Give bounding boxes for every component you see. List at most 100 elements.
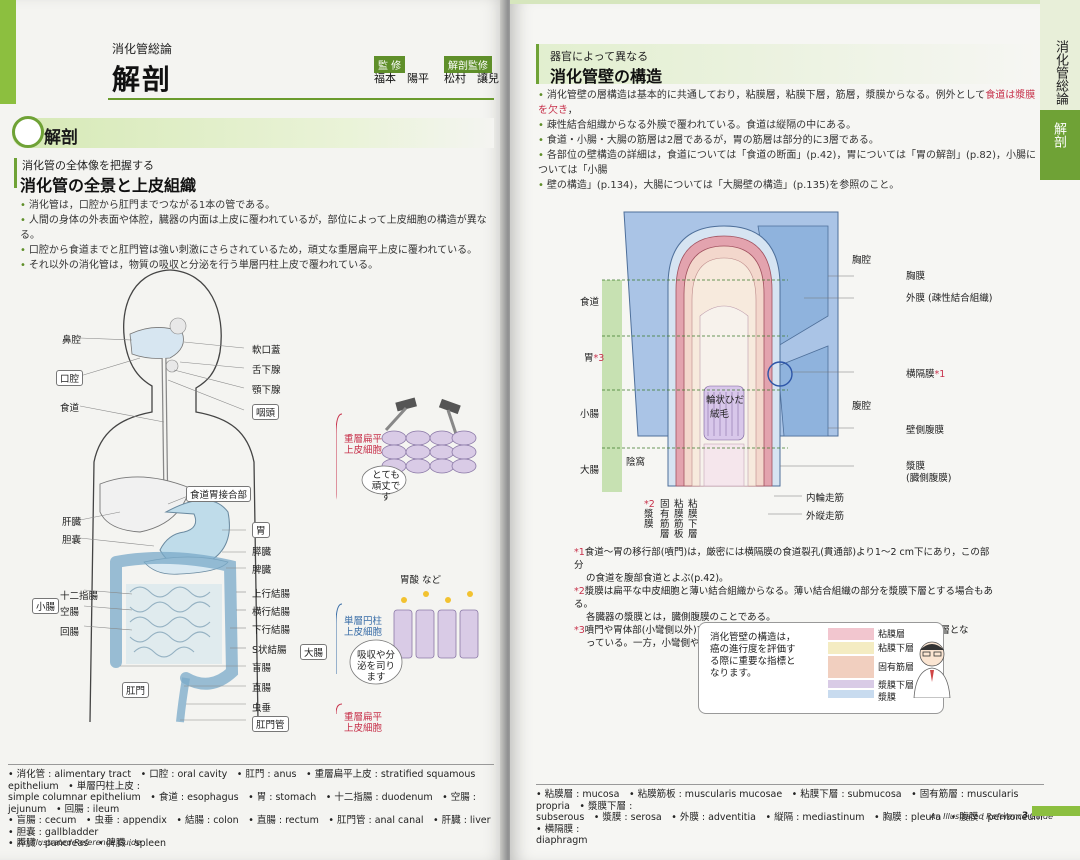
label-muscularis-mucosae: 粘膜筋板 (674, 499, 684, 540)
layer-swatch-muscularis (828, 656, 874, 678)
label-gej: 食道胃接合部 (186, 486, 252, 502)
label-duodenum: 十二指腸 (60, 591, 99, 602)
label-anus: 肛門 (122, 682, 150, 698)
page-title: 解剖 (112, 63, 173, 96)
label-transverse-colon: 横行結腸 (252, 607, 291, 618)
hammer-icon (384, 397, 461, 435)
label-stomach: 胃 (252, 522, 270, 538)
label-region-large-intestine: 大腸 (580, 465, 600, 476)
label-columnar: 単層円柱上皮細胞 (344, 616, 383, 638)
subsection-box (536, 44, 1037, 84)
label-crypt: 陰窩 (626, 457, 646, 468)
doctor-icon (913, 641, 951, 698)
label-spleen: 脾臓 (252, 565, 272, 576)
label-submandibular: 顎下腺 (252, 385, 281, 396)
layer-swatch-subserosa (828, 680, 874, 688)
subsection-label: 器官によって異なる (550, 50, 649, 63)
chapter-tab-sublabel: 解剖 (1051, 122, 1066, 148)
label-visceral-peritoneum: (臓側腹膜) (906, 473, 952, 484)
right-footer: An Illustrated Reference Guide (930, 812, 1053, 821)
right-page: 消化管総論 解剖 器官によって異なる 消化管壁の構造 消化管壁の層構造は基本的に… (510, 0, 1080, 860)
layer-swatch-serosa (828, 690, 874, 698)
label-nasal-cavity: 鼻腔 (62, 335, 82, 346)
glossary-line: • 盲腸 : cecum • 虫垂 : appendix • 結腸 : colo… (8, 815, 501, 838)
label-squamous-2: 重層扁平上皮細胞 (344, 712, 383, 734)
list-item: 人間の身体の外表面や体腔，臓器の内面は上皮に覆われているが，部位によって上皮細胞… (20, 213, 490, 243)
supervisor-role: 監 修 (374, 56, 406, 73)
callout-box (698, 622, 944, 714)
label-submucosa: 粘膜下層 (688, 499, 698, 540)
section-bullet-icon (12, 116, 44, 148)
subsection-accent (14, 158, 17, 188)
gi-wall-diagram (602, 211, 854, 515)
layer-swatch-mucosa (828, 628, 874, 640)
supervisor-name: 福本 陽平 (374, 72, 429, 85)
label-region-esophagus: 食道 (580, 297, 600, 308)
digestive-tract-illustration (79, 269, 259, 723)
label-soft-palate: 軟口蓋 (252, 345, 281, 356)
reviewer-name: 松村 讓兒 (444, 72, 499, 85)
subsection-title: 消化管の全景と上皮組織 (20, 176, 197, 195)
footnote-line: 各臓器の漿膜とは，臓側腹膜のことである。 (586, 612, 776, 623)
list-item: 食道・小腸・大腸の筋層は2層であるが，胃の筋層は部分的に3層である。 (538, 133, 1038, 148)
label-strong: とても頑丈です (371, 470, 401, 503)
label-squamous-1: 重層扁平上皮細胞 (344, 434, 383, 456)
label-small-intestine: 小腸 (32, 598, 60, 614)
left-glossary: • 消化管 : alimentary tract • 口腔 : oral cav… (8, 764, 501, 850)
list-item: 口腔から食道までと肛門管は強い刺激にさらされているため，頑丈な重層扁平上皮に覆わ… (20, 243, 490, 258)
label-serosa-bottom: *2漿膜 (644, 499, 655, 530)
footnote-line: *1食道～胃の移行部(噴門)は，厳密には横隔膜の食道裂孔(貫通部)より1～2 c… (574, 547, 990, 571)
label-pleura: 胸膜 (906, 271, 926, 282)
label-rectum: 直腸 (252, 683, 272, 694)
list-item: 壁の構造」(p.134)，大腸については「大腸壁の構造」(p.135)を参照のこ… (538, 178, 1038, 193)
label-parietal-peritoneum: 壁側腹膜 (906, 425, 945, 436)
list-item: 各部位の壁構造の詳細は，食道については「食道の断面」(p.42)，胃については「… (538, 148, 1038, 178)
layer-label: 粘膜層 (878, 630, 906, 640)
glossary-line: • 膵臓 : pancreas • 脾臓 : spleen (8, 838, 166, 849)
label-serosa-right: 漿膜 (906, 461, 926, 472)
label-region-small-intestine: 小腸 (580, 409, 600, 420)
label-cecum: 盲腸 (252, 663, 272, 674)
footnote-line: の食道を腹部食道とよぶ(p.42)。 (586, 573, 729, 584)
glossary-line: diaphragm (536, 835, 588, 846)
label-chest-cavity: 胸腔 (852, 255, 872, 266)
label-large-intestine: 大腸 (300, 644, 328, 660)
label-anal-canal: 肛門管 (252, 716, 289, 732)
reviewer-role: 解剖監修 (444, 56, 492, 73)
subsection-title: 消化管壁の構造 (550, 67, 663, 86)
page-number: 3 (1022, 811, 1029, 821)
title-divider (108, 98, 494, 100)
list-item: 消化管壁の層構造は基本的に共通しており，粘膜層，粘膜下層，筋層，漿膜からなる。例… (538, 88, 1038, 118)
label-descending-colon: 下行結腸 (252, 625, 291, 636)
section-label: 消化管総論 (112, 42, 173, 56)
chapter-tab-label: 消化管総論 (1053, 40, 1068, 105)
layer-label: 粘膜下層 (878, 644, 915, 654)
layer-label: 漿膜 (878, 693, 897, 703)
chapter-color-bar (0, 0, 16, 104)
epithelium-illustration (336, 397, 479, 714)
footnote-line: *2漿膜は扁平な中皮細胞と薄い結合組織からなる。薄い結合組織の部分を漿膜下層とす… (574, 586, 994, 610)
label-villi: 絨毛 (710, 409, 730, 420)
list-item: 疎性結合組織からなる外膜で覆われている。食道は縦隔の中にある。 (538, 118, 1038, 133)
label-diaphragm: 横隔膜*1 (906, 369, 946, 380)
glossary-line: simple columnar epithelium • 食道 : esopha… (8, 792, 477, 815)
left-bullet-list: 消化管は，口腔から肛門までつながる1本の管である。 人間の身体の外表面や体腔，臓… (20, 198, 490, 273)
label-ascending-colon: 上行結腸 (252, 589, 291, 600)
section-band-title: 解剖 (44, 128, 78, 148)
label-gallbladder: 胆嚢 (62, 535, 82, 546)
label-adventitia: 外膜 (疎性結合組織) (906, 293, 993, 304)
label-pancreas: 膵臓 (252, 547, 272, 558)
list-item: 消化管は，口腔から肛門までつながる1本の管である。 (20, 198, 490, 213)
label-outer-longitudinal: 外縦走筋 (806, 511, 845, 522)
label-esophagus: 食道 (60, 403, 80, 414)
label-circular-folds: 輪状ひだ (706, 395, 745, 406)
label-appendix: 虫垂 (252, 703, 272, 714)
label-inner-circular: 内輪走筋 (806, 493, 845, 504)
label-muscularis-propria: 固有筋層 (660, 499, 670, 540)
label-pharynx: 咽頭 (252, 404, 280, 420)
right-bullet-list: 消化管壁の層構造は基本的に共通しており，粘膜層，粘膜下層，筋層，漿膜からなる。例… (538, 88, 1038, 193)
left-page: 消化管総論 解剖 監 修 福本 陽平 解剖監修 松村 讓兒 解剖 消化管の全体像… (0, 0, 506, 860)
layer-swatch-submucosa (828, 642, 874, 654)
label-abdominal-cavity: 腹腔 (852, 401, 872, 412)
top-rule (510, 0, 1040, 4)
